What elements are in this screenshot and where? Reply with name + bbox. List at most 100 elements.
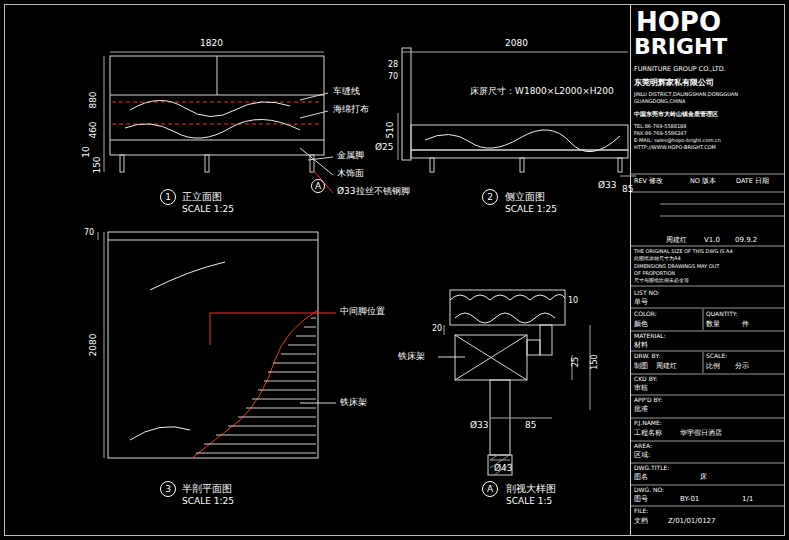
view-callout-circle: 1 xyxy=(160,189,176,205)
label-text: 比例 xyxy=(706,362,720,370)
label-text: Ø33 xyxy=(470,420,489,430)
view-callout-circle: A xyxy=(482,481,498,497)
label-text: JINLU DISTRICT,DALINGSHAN,DONGGUAN xyxy=(634,92,738,98)
label-text: GUANGDONG,CHINA xyxy=(634,99,685,105)
label-text: Ø43 xyxy=(494,463,513,473)
label-text: 制图 xyxy=(634,362,648,370)
label-text: CKD BY: xyxy=(634,376,657,383)
view-callout-circle: A xyxy=(311,179,325,193)
label-text: 70 xyxy=(84,228,94,237)
label-text: MATERIAL: xyxy=(634,333,666,340)
label-text: 审核 xyxy=(634,384,648,392)
label-text: 25 xyxy=(571,357,580,367)
label-text: 150 xyxy=(92,156,102,173)
label-text: 图号 xyxy=(634,495,648,503)
label-text: 单号 xyxy=(634,298,648,306)
label-text: TEL:86-769-5588188 xyxy=(634,124,686,130)
label-text: 150 xyxy=(590,354,599,369)
view-callout-circle: 2 xyxy=(482,189,498,205)
label-text: 金属脚 xyxy=(337,150,364,160)
label-text: 10 xyxy=(81,146,91,157)
label-text: Z/01/01/0127 xyxy=(668,517,716,525)
label-text: 床屏尺寸：W1800×L2000×H200 xyxy=(470,86,614,96)
label-text: 海绵打布 xyxy=(333,104,369,114)
label-text: 文档 xyxy=(634,517,648,525)
label-text: 件 xyxy=(742,320,749,328)
label-text: SCALE: xyxy=(706,353,727,360)
label-text: SCALE 1:25 xyxy=(182,204,234,214)
label-text: 85 xyxy=(525,420,536,430)
label-text: 510 xyxy=(385,121,395,138)
label-text: V1.0 xyxy=(704,236,720,244)
label-text: 工程名称 xyxy=(634,429,662,437)
label-text: 2080 xyxy=(88,334,98,357)
label-text: APP'D BY: xyxy=(634,397,662,404)
label-text: 东莞明辉家私有限公司 xyxy=(634,78,714,87)
label-text: LIST NO: xyxy=(634,290,660,297)
label-text: FAX:86-769-5586247 xyxy=(634,131,687,137)
label-text: 周建红 xyxy=(666,236,687,244)
callout-number: A xyxy=(315,182,321,191)
view-callout-circle: 3 xyxy=(160,481,176,497)
label-text: 铁床架 xyxy=(340,397,367,407)
label-text: COLOR: xyxy=(634,311,657,318)
label-text: 区域: xyxy=(634,451,650,459)
label-text: 中间脚位置 xyxy=(340,306,385,316)
label-text: 880 xyxy=(88,91,98,108)
label-text: 华宇假日酒店 xyxy=(680,429,722,437)
label-text: DWG.TITLE: xyxy=(634,465,669,472)
callout-number: A xyxy=(487,485,493,494)
label-text: 周建红 xyxy=(656,362,677,370)
label-text: 图名 xyxy=(634,473,648,481)
label-text: FURNITURE GROUP CO.,LTD. xyxy=(634,66,726,73)
label-text: P.J.NAME: xyxy=(634,420,662,427)
label-text: DATE 日期 xyxy=(736,178,769,185)
label-text: 数量 xyxy=(706,320,720,328)
label-text: 85 xyxy=(622,184,633,194)
label-text: THE ORIGINAL SIZE OF THIS DWG IS A4 xyxy=(634,249,733,255)
label-text: Ø33 xyxy=(598,180,617,190)
label-text: REV 修改 xyxy=(634,178,663,185)
label-text: 车缝线 xyxy=(333,86,360,96)
label-text: SCALE 1:5 xyxy=(506,496,552,506)
label-text: E-MAIL: sales@hopo-bright.com.cn xyxy=(634,138,721,144)
label-text: 1820 xyxy=(200,38,223,48)
label-text: Ø33拉丝不锈钢脚 xyxy=(337,186,410,196)
label-text: FILE: xyxy=(634,508,648,515)
label-text: 10 xyxy=(568,296,578,305)
label-text: 中国东莞市大岭山镇金鹿管理区 xyxy=(634,111,718,118)
label-text: 颜色 xyxy=(634,320,648,328)
label-text: DWG. NO: xyxy=(634,487,664,494)
label-text: 分示 xyxy=(735,362,749,370)
label-text: HOPO xyxy=(636,8,721,38)
callout-number: 1 xyxy=(165,193,171,202)
label-text: HTTP://WWW.HOPO-BRIGHT.COM xyxy=(634,145,716,151)
label-text: 70 xyxy=(388,72,398,81)
label-text: 460 xyxy=(88,121,98,138)
label-text: QUANTITY: xyxy=(706,311,738,318)
label-text: 半剖平面图 xyxy=(182,483,232,495)
label-text: 2080 xyxy=(505,38,528,48)
label-text: 木饰面 xyxy=(337,168,364,178)
label-text: DRW. BY: xyxy=(634,353,660,360)
label-text: 材料 xyxy=(634,341,648,349)
label-text: 剖视大样图 xyxy=(506,483,556,495)
label-text: 1/1 xyxy=(742,495,753,503)
label-text: AREA: xyxy=(634,443,652,450)
label-text: BRIGHT xyxy=(634,34,727,59)
label-text: 28 xyxy=(388,60,398,69)
label-text: 铁床架 xyxy=(398,351,425,361)
label-text: 尺寸与图纸比例未必全等 xyxy=(634,278,689,284)
label-text: 09.9.2 xyxy=(735,236,757,244)
label-text: SCALE 1:25 xyxy=(182,496,234,506)
label-text: 正立面图 xyxy=(182,191,222,203)
label-text: Ø25 xyxy=(375,142,394,152)
callout-number: 2 xyxy=(487,193,493,202)
label-text: BY-01 xyxy=(680,495,699,503)
label-text: OF PROPORTION xyxy=(634,271,675,277)
label-text: DIMENSIONS DRAWINGS MAY OUT xyxy=(634,264,719,270)
label-text: 此图纸原始尺寸为A4 xyxy=(634,256,681,262)
label-text: 床 xyxy=(700,473,707,481)
label-text: 批准 xyxy=(634,405,648,413)
